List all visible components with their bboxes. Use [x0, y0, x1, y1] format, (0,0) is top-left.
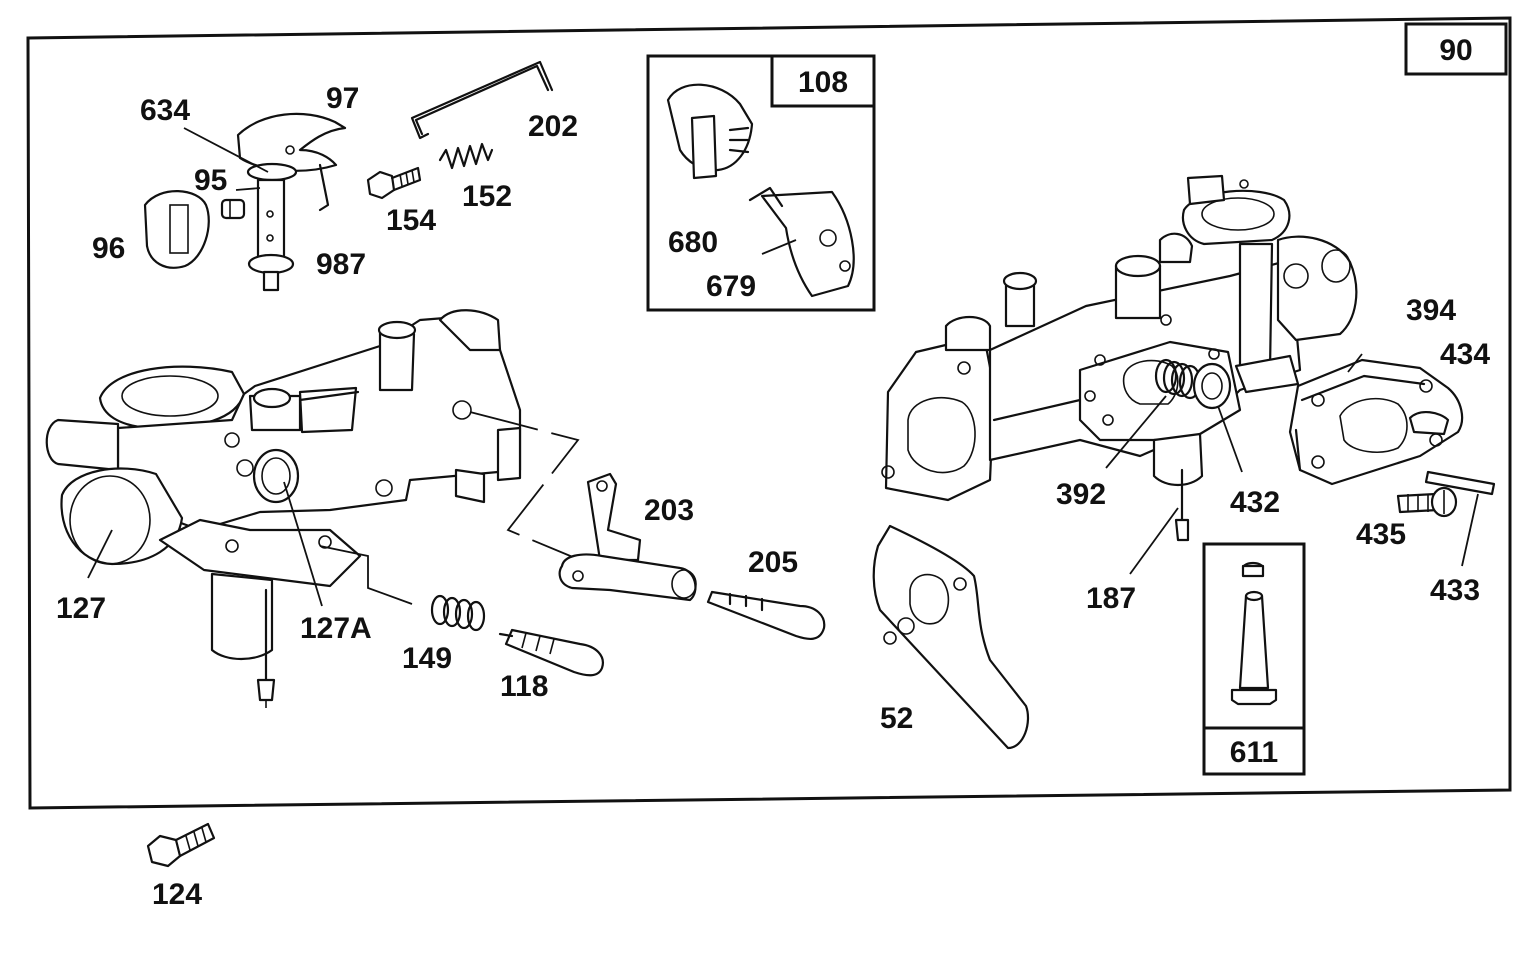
pin-part-433 — [1424, 470, 1496, 496]
label-154: 154 — [386, 204, 436, 237]
assembly-guide-line-203 — [469, 411, 581, 561]
inset-box-108: 108 — [646, 54, 876, 312]
label-392: 392 — [1056, 478, 1106, 511]
page-number: 90 — [1439, 34, 1472, 67]
label-52: 52 — [880, 702, 913, 735]
label-394: 394 — [1406, 294, 1456, 327]
spring-part-149 — [430, 594, 486, 632]
label-434: 434 — [1440, 338, 1490, 371]
label-96: 96 — [92, 232, 125, 265]
screw-part-154 — [366, 166, 422, 200]
label-118: 118 — [500, 670, 548, 703]
label-187: 187 — [1086, 582, 1136, 615]
washer-part-432 — [1192, 362, 1232, 410]
label-124: 124 — [152, 878, 202, 911]
label-152: 152 — [462, 180, 512, 213]
choke-screw-part-95 — [220, 198, 246, 220]
cover-part-434 — [1311, 379, 1450, 469]
label-97: 97 — [326, 82, 359, 115]
throttle-shaft-part-203 — [558, 472, 697, 602]
gasket-part-52 — [872, 524, 1030, 750]
label-680: 680 — [668, 226, 718, 259]
screw-part-435 — [1396, 486, 1458, 518]
label-435: 435 — [1356, 518, 1406, 551]
label-127A: 127A — [300, 612, 372, 645]
assembly-guide-line-149 — [319, 545, 413, 605]
screw-part-124 — [146, 822, 216, 868]
choke-valve-part-97 — [236, 112, 347, 212]
jet-part-611 — [1230, 561, 1278, 706]
inset-108-label: 108 — [798, 66, 848, 99]
page-number-box: 90 — [1404, 22, 1508, 76]
choke-lever-part-679 — [748, 186, 855, 298]
inset-box-611: 611 — [1202, 542, 1306, 776]
label-634: 634 — [140, 94, 190, 127]
choke-part-680 — [666, 83, 754, 180]
inset-611-label: 611 — [1230, 736, 1278, 769]
label-203: 203 — [644, 494, 694, 527]
label-149: 149 — [402, 642, 452, 675]
diagram-frame — [26, 16, 1512, 810]
leader-lines — [87, 127, 1479, 607]
link-wire-part-202 — [410, 60, 554, 140]
diaphragm-part-394 — [1288, 358, 1464, 486]
label-433: 433 — [1430, 574, 1480, 607]
part-labels: 634 97 202 95 152 154 96 987 680 679 394… — [56, 82, 1490, 911]
label-205: 205 — [748, 546, 798, 579]
label-432: 432 — [1230, 486, 1280, 519]
label-127: 127 — [56, 592, 106, 625]
carburetor-body-left — [45, 309, 522, 708]
label-95: 95 — [194, 164, 227, 197]
label-202: 202 — [528, 110, 578, 143]
carburetor-body-right — [881, 174, 1358, 542]
spring-part-152 — [438, 142, 494, 170]
label-987: 987 — [316, 248, 366, 281]
choke-shaft-part-987 — [246, 162, 298, 292]
label-679: 679 — [706, 270, 756, 303]
choke-plate-part-96 — [143, 190, 210, 269]
needle-valve-part-118 — [498, 628, 604, 677]
idle-screw-part-205 — [706, 590, 826, 641]
